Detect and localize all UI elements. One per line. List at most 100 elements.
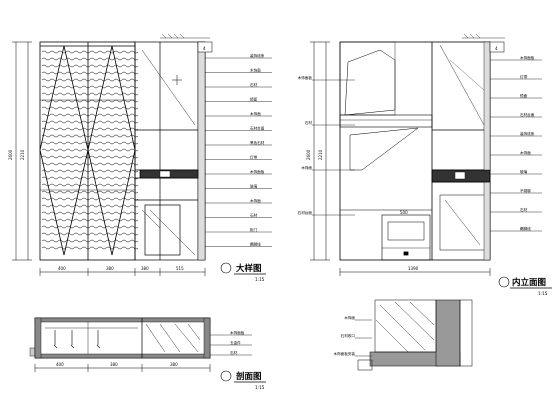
sdim-3: 380 [170,362,178,367]
wave-line [41,92,139,96]
right-detail [357,299,473,371]
callout-label: 不锈钢 [520,188,531,193]
diamond-panel-right [87,45,136,256]
wave-line [41,183,139,187]
callout-label: 柜门 [250,227,258,232]
callout-label: 石材 [520,207,528,212]
callout-label: 石材台面 [250,126,265,131]
tag-label-right: 4 [495,46,498,51]
section-title-label: 剖面图 [236,371,262,382]
wave-line [41,106,139,110]
left-elevation-title: 大样图 1:15 [220,262,266,282]
wave-line [41,225,139,229]
rvdim-outer: 2600 [306,149,311,160]
callout-label: 木饰面 [250,198,261,203]
callout-label: 木饰面板 [298,75,313,80]
rbdim-1: 1390 [408,266,419,271]
wave-line [41,141,139,145]
wave-line [41,211,139,215]
callout-label: 木饰面 [250,68,261,73]
wave-line [41,134,139,138]
right-vertical-dims [310,41,330,261]
callout-label: 黑色石材 [250,140,265,145]
wave-line [41,85,139,89]
sdim-1: 400 [56,362,64,367]
bdim-3: 380 [141,266,149,271]
vdim-inner: 2210 [20,149,25,160]
tag-top-left: 4 [197,41,213,53]
wave-line [41,99,139,103]
callout-label: 灯带 [250,155,258,160]
callout-label: 木饰面板 [230,330,245,335]
callout-label: 木饰面 [344,315,355,320]
callout-label: 木饰面 [520,150,531,155]
wave-line [41,197,139,201]
callout-label: 踢脚线 [250,242,261,247]
bdim-2: 380 [106,266,114,271]
left-vertical-dims [12,41,32,261]
callout-label: 装饰线条 [250,53,265,58]
right-elevation [339,41,491,261]
section-bottom-dims [34,364,211,372]
wave-line [41,218,139,222]
callout-label: 石材收口 [341,333,356,338]
callout-label: 石材台面 [298,210,313,215]
right-bottom-dims [339,268,491,276]
scale-label: 1:15 [255,277,265,282]
title-label: 大样图 [236,263,262,274]
right-scale-label: 1:15 [538,291,548,296]
inner-dim: 500 [400,210,408,215]
vdim-outer: 2600 [8,149,13,160]
wave-pattern [41,50,139,250]
wave-line [41,239,139,243]
section-scale-label: 1:15 [255,385,265,390]
wave-line [41,50,139,54]
callout-label: 木饰面板 [250,169,265,174]
ceiling-hatch-left [160,33,210,39]
callout-label: 石材 [305,120,313,125]
wave-line [41,64,139,68]
callout-label: 石材 [250,82,258,87]
center-marker [172,75,182,85]
wave-line [41,232,139,236]
wave-line [41,169,139,173]
left-wall-niche [134,41,206,261]
right-elevation-title: 内立面图 1:15 [498,276,552,296]
callout-label: 玻璃 [520,169,528,174]
callout-label: 灯带 [520,74,528,79]
wave-line [41,113,139,117]
bdim-1: 400 [58,266,66,271]
wave-line [41,78,139,82]
diamond-panel-left [39,45,89,256]
wave-line [41,246,139,250]
wave-line [41,148,139,152]
wave-line [41,204,139,208]
wave-line [41,57,139,61]
callout-label: 五金件 [230,340,241,345]
callout-label: 木饰面板 [520,55,535,60]
callout-label: 镜面 [250,97,258,102]
wave-line [41,127,139,131]
callout-label: 石材 [230,350,238,355]
wave-line [41,190,139,194]
callout-label: 木饰面 [301,165,312,170]
left-section-title: 剖面图 1:15 [220,370,266,390]
ceiling-hatch-right [462,33,505,39]
wave-line [41,155,139,159]
wave-line [41,162,139,166]
callout-label: 镜面 [520,93,528,98]
callout-label: 装饰线条 [520,131,535,136]
wave-line [41,176,139,180]
tag-label: 4 [203,46,206,51]
wave-line [41,71,139,75]
rvdim-inner: 2210 [318,149,323,160]
bdim-4: 515 [176,266,184,271]
callout-label: 玻璃 [250,184,258,189]
